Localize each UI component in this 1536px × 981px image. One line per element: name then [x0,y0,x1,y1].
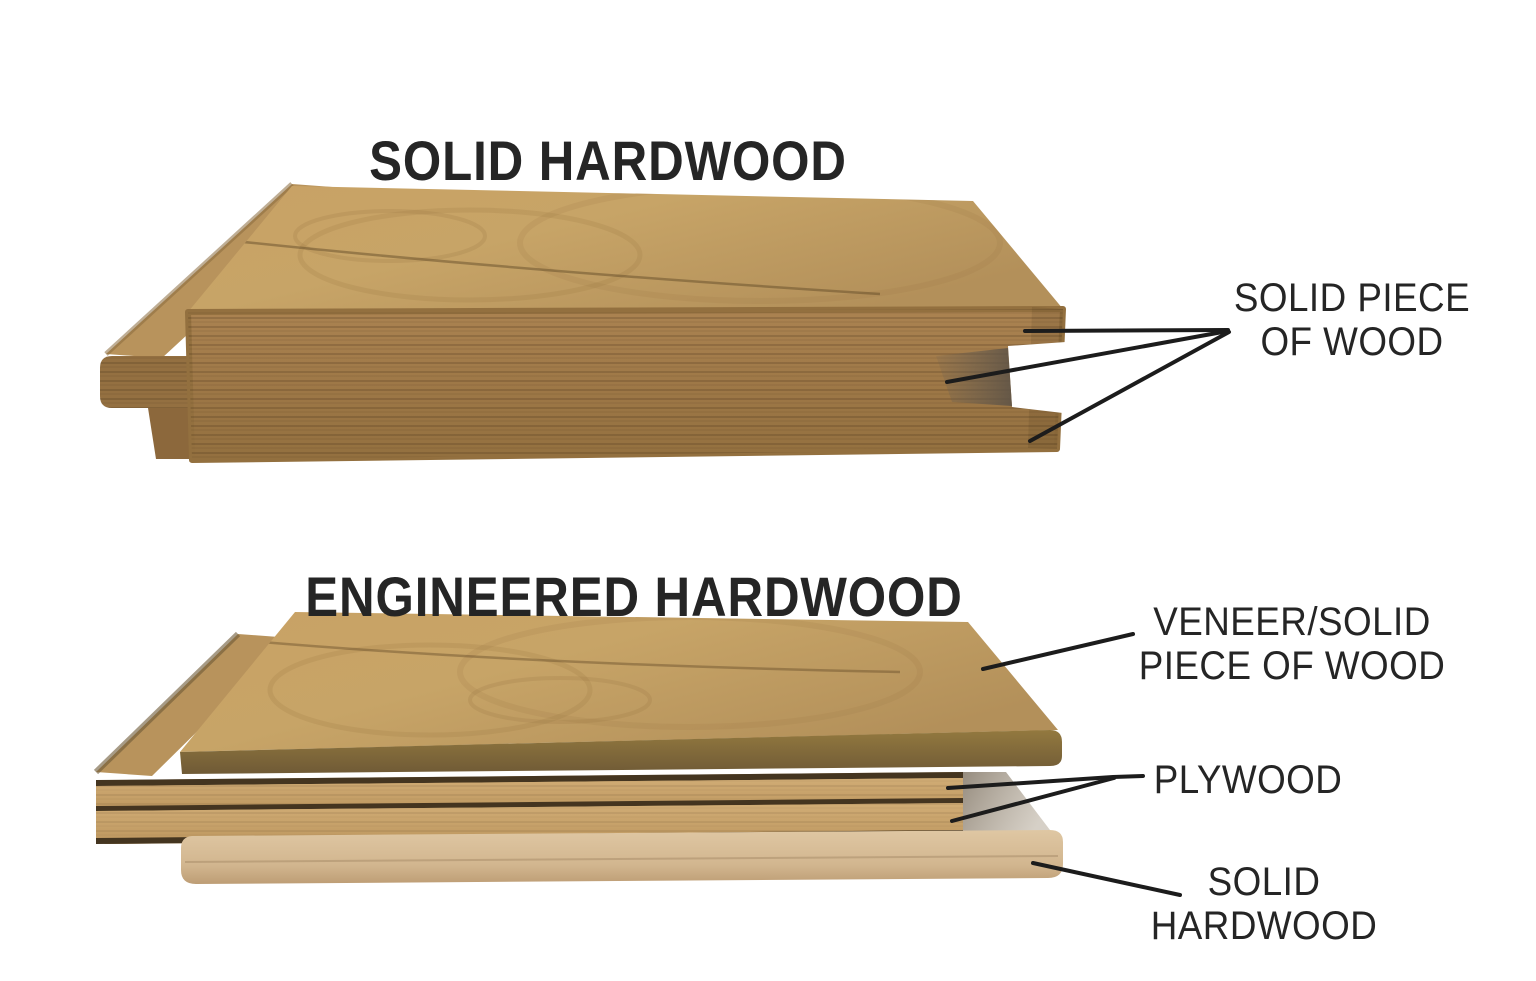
plywood-groove-shadow [963,772,1053,836]
engineered-hardwood-title: ENGINEERED HARDWOOD [305,565,963,628]
leader-line-solid-top-lip [1023,328,1230,333]
plywood-label-line1: PLYWOOD [1153,758,1343,802]
engineered-plank-top-face [180,612,1058,752]
solid-piece-of-wood-label-line2: OF WOOD [1260,320,1444,364]
veneer-label-line2: PIECE OF WOOD [1138,644,1446,688]
engineered-back-plank-step [96,634,292,776]
leader-line-solid-groove [945,329,1230,384]
plywood-top-line [96,772,963,786]
solid-piece-of-wood-label-line1: SOLID PIECE [1233,276,1471,320]
solid-back-plank-step-edge [104,182,294,356]
engineered-core-band-line [184,855,1059,863]
solid-plank-top-face [188,186,1063,312]
solid-plank-top-grain [224,186,1003,304]
solid-piece-of-wood-label: SOLID PIECE OF WOOD [1234,276,1470,364]
solid-plank-groove-opening [1008,341,1080,415]
solid-hardwood-core-label-line1: SOLID [1207,860,1321,904]
solid-back-plank-lower-step [148,408,200,459]
engineered-back-plank-step-edge [93,631,241,775]
plywood-label: PLYWOOD [1154,758,1343,802]
leader-line-plywood-lower [950,776,1116,823]
engineered-hardwood-plank-illustration [93,612,1063,884]
plywood-layer-grain [96,778,963,844]
engineered-core-band [181,830,1063,884]
solid-hardwood-core-label: SOLID HARDWOOD [1151,860,1378,948]
solid-hardwood-core-label-line2: HARDWOOD [1150,904,1378,948]
engineered-veneer-front-edge [180,730,1062,774]
solid-hardwood-title: SOLID HARDWOOD [369,129,847,192]
leader-line-solid-bottom-lip [1028,330,1231,443]
solid-plank-front-grain [188,309,1063,460]
solid-back-plank-tongue-grain [100,356,190,408]
leader-line-veneer [981,632,1135,671]
solid-hardwood-plank-illustration [100,182,1080,463]
leader-line-core [1031,861,1182,897]
veneer-label-line1: VENEER/SOLID [1153,600,1431,644]
leader-lines [945,328,1231,897]
veneer-label: VENEER/SOLID PIECE OF WOOD [1139,600,1446,688]
